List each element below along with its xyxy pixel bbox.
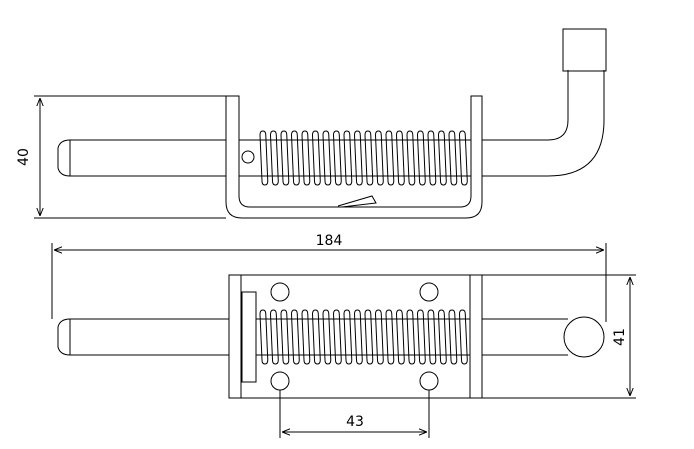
overall-length-label: 184 <box>316 233 343 249</box>
side-view-spring <box>259 130 468 186</box>
top-view-spring <box>259 309 468 365</box>
plate-height-dimension: 41 <box>482 274 636 399</box>
spring-coil <box>322 130 332 186</box>
spring-coil <box>290 130 300 186</box>
spring-coil <box>416 130 426 186</box>
spring-coil <box>343 130 353 186</box>
spring-coil <box>343 309 353 365</box>
top-view-stop-block <box>241 291 257 383</box>
spring-coil <box>437 130 447 186</box>
top-view-hole <box>270 371 290 391</box>
spring-coil <box>353 309 363 365</box>
top-view-pin <box>57 318 229 356</box>
hole-spacing-dimension: 43 <box>279 390 430 438</box>
spring-coil <box>395 130 405 186</box>
spring-coil <box>385 130 395 186</box>
spring-coil <box>374 309 384 365</box>
spring-coil <box>332 309 342 365</box>
spring-coil <box>364 130 374 186</box>
spring-coil <box>280 309 290 365</box>
spring-coil <box>416 309 426 365</box>
spring-coil <box>427 130 437 186</box>
spring-coil <box>290 309 300 365</box>
spring-coil <box>332 130 342 186</box>
plate-height-label: 41 <box>612 328 628 346</box>
spring-coil <box>353 130 363 186</box>
spring-coil <box>301 309 311 365</box>
spring-coil <box>259 130 269 186</box>
side-view-pin-hole <box>241 150 255 164</box>
spring-coil <box>311 309 321 365</box>
spring-coil <box>364 309 374 365</box>
top-view-knob <box>563 316 605 358</box>
side-view-wedge <box>337 195 377 208</box>
hole-spacing-label: 43 <box>346 414 364 430</box>
top-view-hole <box>419 282 439 302</box>
spring-coil <box>406 130 416 186</box>
spring-coil <box>374 130 384 186</box>
side-view-bracket-outer <box>225 95 483 219</box>
spring-coil <box>458 309 468 365</box>
spring-coil <box>458 130 468 186</box>
side-height-label: 40 <box>16 148 32 166</box>
spring-coil <box>280 130 290 186</box>
spring-coil <box>311 130 321 186</box>
side-view-handle-grip <box>562 28 607 72</box>
side-view-handle <box>547 70 605 177</box>
spring-coil <box>385 309 395 365</box>
spring-coil <box>259 309 269 365</box>
spring-coil <box>269 309 279 365</box>
spring-coil <box>427 309 437 365</box>
top-view-hole <box>419 371 439 391</box>
spring-coil <box>448 130 458 186</box>
side-height-dimension: 40 <box>16 95 226 219</box>
top-view-plate <box>228 274 483 399</box>
top-view <box>57 274 605 399</box>
spring-coil <box>322 309 332 365</box>
side-view-pin <box>57 139 226 177</box>
side-view <box>57 28 607 219</box>
overall-length-dimension: 184 <box>51 233 607 322</box>
top-view-hole <box>270 282 290 302</box>
spring-coil <box>395 309 405 365</box>
spring-coil <box>301 130 311 186</box>
spring-coil <box>448 309 458 365</box>
spring-coil <box>269 130 279 186</box>
spring-coil <box>406 309 416 365</box>
spring-coil <box>437 309 447 365</box>
